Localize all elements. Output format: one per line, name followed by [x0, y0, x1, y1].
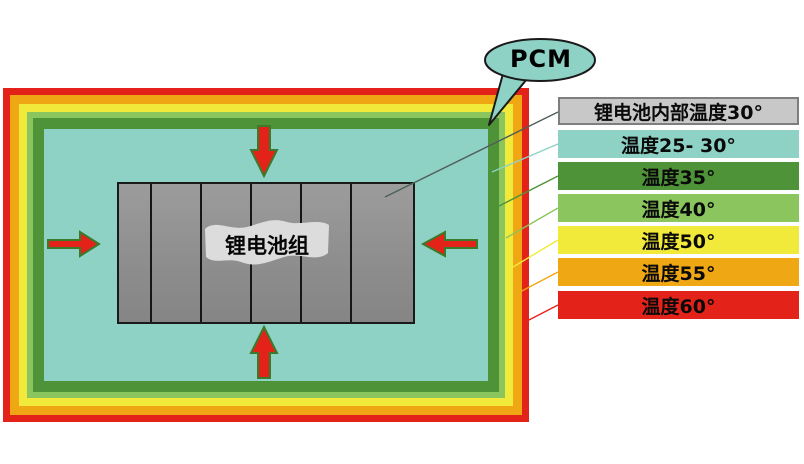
legend-item-55: 温度55° — [558, 258, 799, 286]
legend-item-35: 温度35° — [558, 162, 799, 190]
battery-cell-divider — [200, 184, 202, 322]
battery-label: 锂电池组 — [225, 234, 309, 258]
battery-cell-divider — [150, 184, 152, 322]
legend-item-40: 温度40° — [558, 194, 799, 222]
callout-line-red — [526, 304, 559, 322]
battery-cell-divider — [350, 184, 352, 322]
legend-item-25-30: 温度25- 30° — [558, 130, 799, 158]
legend-item-50: 温度50° — [558, 226, 799, 254]
legend-item-internal-30: 锂电池内部温度30° — [558, 97, 799, 125]
legend-item-60: 温度60° — [558, 291, 799, 319]
pcm-label: PCM — [509, 45, 573, 73]
